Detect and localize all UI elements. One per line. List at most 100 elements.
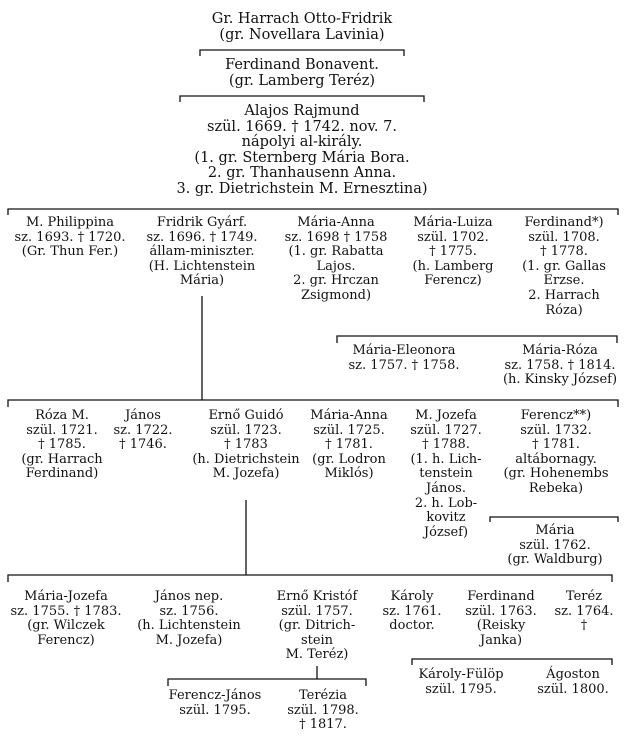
line: (gr. Waldburg) [507,552,603,568]
line: Ferdinand*) [524,215,604,230]
line: szül. 1721. [26,422,98,438]
person-gen3b-maria-roza: Mária-Róza sz. 1758. † 1814. (h. Kinsky … [502,343,618,388]
line: † 1746. [119,437,167,453]
person-gen1: Ferdinand Bonavent. (gr. Lamberg Teréz) [225,57,379,89]
line: szül. 1762. [519,537,591,553]
person-gen6-ferencz-janos: Ferencz-János szül. 1795. [168,688,262,718]
line: † 1781. [325,437,373,453]
line: sz. 1758. † 1814. [504,357,616,373]
line: † 1778. [540,244,588,260]
line: (1. gr. Rabatta [288,244,384,260]
person-gen6-terezia: Terézia szül. 1798. † 1817. [287,688,359,733]
person-gen3-ferdinand: Ferdinand*) szül. 1708. † 1778. (1. gr. … [522,215,606,318]
line: Mária-Róza [522,343,598,358]
person-gen4-ferencz: Ferencz**) szül. 1732. † 1781. altáborna… [503,408,609,497]
line: Ernő Guidó [208,408,284,423]
line: (h. Dietrichstein [192,451,300,467]
line: sz. 1693. † 1720. [14,229,126,245]
line: (gr. Ditrich- [278,618,356,634]
line: kovitz [426,510,466,526]
line: (Reisky [476,618,526,634]
line: M. Jozefa [415,408,477,423]
line: † 1783 [224,437,268,453]
person-gen4-janos: János sz. 1722. † 1746. [113,408,172,453]
line: János [125,408,161,423]
line: János. [426,480,466,496]
line: sz. 1761. [382,603,442,619]
line: M. Philippina [25,215,115,230]
line: Róza) [545,302,583,318]
connector-root-gen1 [199,49,405,56]
line: (gr. Wilczek [27,618,105,634]
person-gen5-ferdinand: Ferdinand szül. 1763. (Reisky Janka) [465,589,537,648]
line: (1. h. Lich- [410,451,482,467]
line: 2. gr. Hrczan [293,273,379,289]
line: Károly-Fülöp [418,667,504,682]
line: 2. h. Lob- [414,495,478,511]
line: (gr. Hohenembs [503,466,609,482]
line: Ferdinand [467,589,535,604]
line: Mária) [179,273,225,289]
line: szül. 1763. [465,603,537,619]
person-root: Gr. Harrach Otto-Fridrik (gr. Novellara … [212,11,392,43]
line: (H. Lichtenstein [148,258,256,274]
line: Teréz [565,589,603,604]
person-gen3-maria-anna: Mária-Anna sz. 1698 † 1758 (1. gr. Rabat… [285,215,388,304]
line: sz. 1757. † 1758. [348,357,460,373]
connector-gen6a [167,678,367,686]
line: Ferencz-János [168,688,262,703]
line: Róza M. [35,408,89,423]
person-gen6-karoly-fulop: Károly-Fülöp szül. 1795. [418,667,504,697]
line: (1. gr. Gallas [522,258,606,274]
line: † 1788. [422,437,470,453]
line: tenstein [419,466,473,482]
line: † 1781. [532,437,580,453]
line: Miklós) [324,466,374,482]
person-gen3-fridrik: Fridrik Gyárf. sz. 1696. † 1749. állam-m… [147,215,258,289]
dates: szül. 1669. † 1742. nov. 7. [207,118,397,135]
line: doctor. [389,618,435,634]
connector-ferencz-children [489,516,619,522]
connector-gen2-gen3 [7,208,619,215]
line: (h. Kinsky József) [502,372,618,388]
person-gen5-terez: Teréz sz. 1764. † [554,589,614,634]
line: (h. Lichtenstein [137,618,241,634]
title: nápolyi al-király. [241,134,363,150]
line: állam-miniszter. [149,244,255,260]
line: † 1817. [299,717,347,733]
line: szül. 1708. [528,229,600,245]
person-gen3-maria-luiza: Mária-Luiza szül. 1702. † 1775. (h. Lamb… [413,215,494,289]
line: sz. 1755. † 1783. [10,603,122,619]
line: József) [423,524,469,540]
line: szül. 1702. [417,229,489,245]
line: szül. 1757. [281,603,353,619]
line: sz. 1764. [554,603,614,619]
spouse: (gr. Lamberg Teréz) [228,72,376,89]
person-gen3b-maria-eleonora: Mária-Eleonora sz. 1757. † 1758. [348,343,460,373]
connector-gen4 [7,399,619,407]
line: szül. 1795. [425,681,497,697]
connector-gen5 [7,574,613,582]
person-gen5-erno-kristof: Ernő Kristóf szül. 1757. (gr. Ditrich- s… [277,589,358,663]
line: szül. 1727. [410,422,482,438]
line: szül. 1798. [287,702,359,718]
person-gen5-karoly: Károly sz. 1761. doctor. [382,589,442,634]
line: Ferencz) [37,632,95,648]
person-gen6-agoston: Ágoston szül. 1800. [537,667,609,697]
line: sz. 1756. [159,603,219,619]
line: Zsigmond) [300,287,372,303]
name: Ferdinand Bonavent. [225,57,379,73]
line: † 1775. [429,244,477,260]
person-gen4-m-jozefa: M. Jozefa szül. 1727. † 1788. (1. h. Lic… [410,408,482,540]
person-gen2: Alajos Rajmund szül. 1669. † 1742. nov. … [176,103,428,197]
line: Fridrik Gyárf. [156,215,248,230]
spouse: (gr. Novellara Lavinia) [219,26,385,43]
line: stein [300,632,334,648]
person-gen4-erno-guido: Ernő Guidó szül. 1723. † 1783 (h. Dietri… [192,408,300,482]
person-gen5-janos-nep: János nep. sz. 1756. (h. Lichtenstein M.… [137,589,241,648]
spouse-3: 3. gr. Dietrichstein M. Ernesztina) [176,180,428,197]
line: Lajos. [316,258,356,274]
line: szül. 1732. [520,422,592,438]
connector-gen1-gen2 [179,95,425,102]
person-gen3-philippina: M. Philippina sz. 1693. † 1720. (Gr. Thu… [14,215,126,260]
